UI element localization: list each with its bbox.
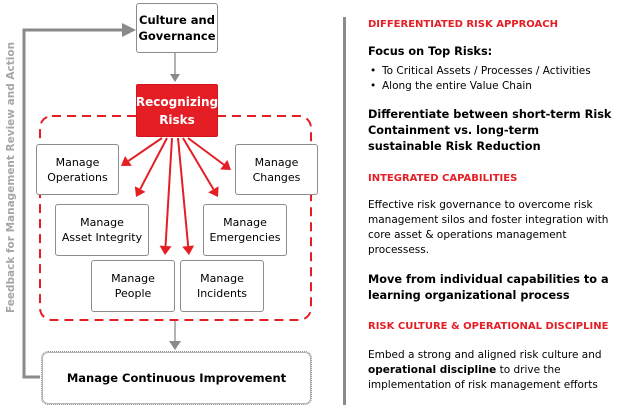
manage-incidents-box[interactable]: Manage Incidents [180, 260, 264, 312]
culture-governance-box[interactable]: Culture and Governance [136, 3, 218, 53]
risk-arrows [121, 137, 231, 255]
manage-changes-box[interactable]: Manage Changes [235, 144, 318, 195]
risk-arrow-changes-arrowhead [220, 159, 231, 170]
risk-arrow-changes-line [187, 137, 225, 166]
risk-arrow-asset-integrity-line [139, 137, 168, 190]
manage-people-box[interactable]: Manage People [91, 260, 175, 312]
focus-bullet-list: To Critical Assets / Processes / Activit… [368, 64, 591, 94]
manage-emergencies-label: Manage Emergencies [209, 216, 281, 244]
section-title-risk-culture: RISK CULTURE & OPERATIONAL DISCIPLINE [368, 321, 609, 332]
risk-arrow-people-arrowhead [159, 245, 172, 255]
focus-bullet: To Critical Assets / Processes / Activit… [368, 64, 591, 79]
differentiate-text: Differentiate between short-term Risk Co… [368, 108, 612, 153]
integrated-paragraph: Effective risk governance to overcome ri… [368, 199, 609, 256]
risk-arrow-asset-integrity-arrowhead [134, 186, 146, 197]
vertical-divider [343, 17, 346, 405]
feedback-label: Feedback for Management Review and Actio… [5, 41, 17, 313]
feedback-arrowhead [122, 23, 136, 37]
manage-operations-box[interactable]: Manage Operations [36, 144, 119, 195]
risk-arrow-emergencies-line [182, 137, 215, 190]
manage-asset-integrity-box[interactable]: Manage Asset Integrity [55, 204, 149, 256]
risk-arrow-incidents-line [177, 137, 190, 247]
manage-operations-label: Manage Operations [47, 155, 108, 184]
manage-emergencies-box[interactable]: Manage Emergencies [203, 204, 287, 256]
risk-culture-text-before: Embed a strong and aligned risk culture … [368, 349, 602, 361]
feedback-loop-line [22, 28, 122, 379]
section-title-integrated: INTEGRATED CAPABILITIES [368, 173, 518, 184]
culture-governance-label: Culture and Governance [138, 13, 216, 43]
manage-people-label: Manage People [111, 272, 155, 300]
risk-culture-paragraph: Embed a strong and aligned risk culture … [368, 348, 608, 393]
continuous-improvement-label: Manage Continuous Improvement [66, 371, 287, 385]
continuous-improvement-box[interactable]: Manage Continuous Improvement [41, 351, 312, 405]
risk-arrow-incidents-arrowhead [182, 245, 195, 255]
risk-arrow-operations-line [127, 137, 163, 162]
focus-bullet: Along the entire Value Chain [368, 79, 591, 94]
risk-arrow-emergencies-arrowhead [208, 186, 219, 197]
focus-heading: Focus on Top Risks: [368, 45, 493, 58]
manage-incidents-label: Manage Incidents [196, 272, 248, 300]
culture-to-risks-arrowhead [170, 74, 180, 82]
risk-arrow-operations-arrowhead [121, 155, 132, 166]
risk-arrow-people-line [164, 137, 173, 247]
move-text: Move from individual capabilities to a l… [368, 273, 609, 302]
manage-asset-integrity-label: Manage Asset Integrity [61, 216, 143, 244]
recognizing-risks-label: Recognizing Risks [135, 94, 219, 127]
section-title-differentiated: DIFFERENTIATED RISK APPROACH [368, 19, 558, 30]
recognizing-risks-box[interactable]: Recognizing Risks [136, 84, 218, 137]
manage-changes-label: Manage Changes [252, 155, 301, 184]
risk-culture-text-bold: operational discipline [368, 364, 497, 376]
risk-culture-text-after: to drive the implementation of risk mana… [368, 364, 598, 391]
region-to-improvement-arrowhead [169, 341, 181, 350]
